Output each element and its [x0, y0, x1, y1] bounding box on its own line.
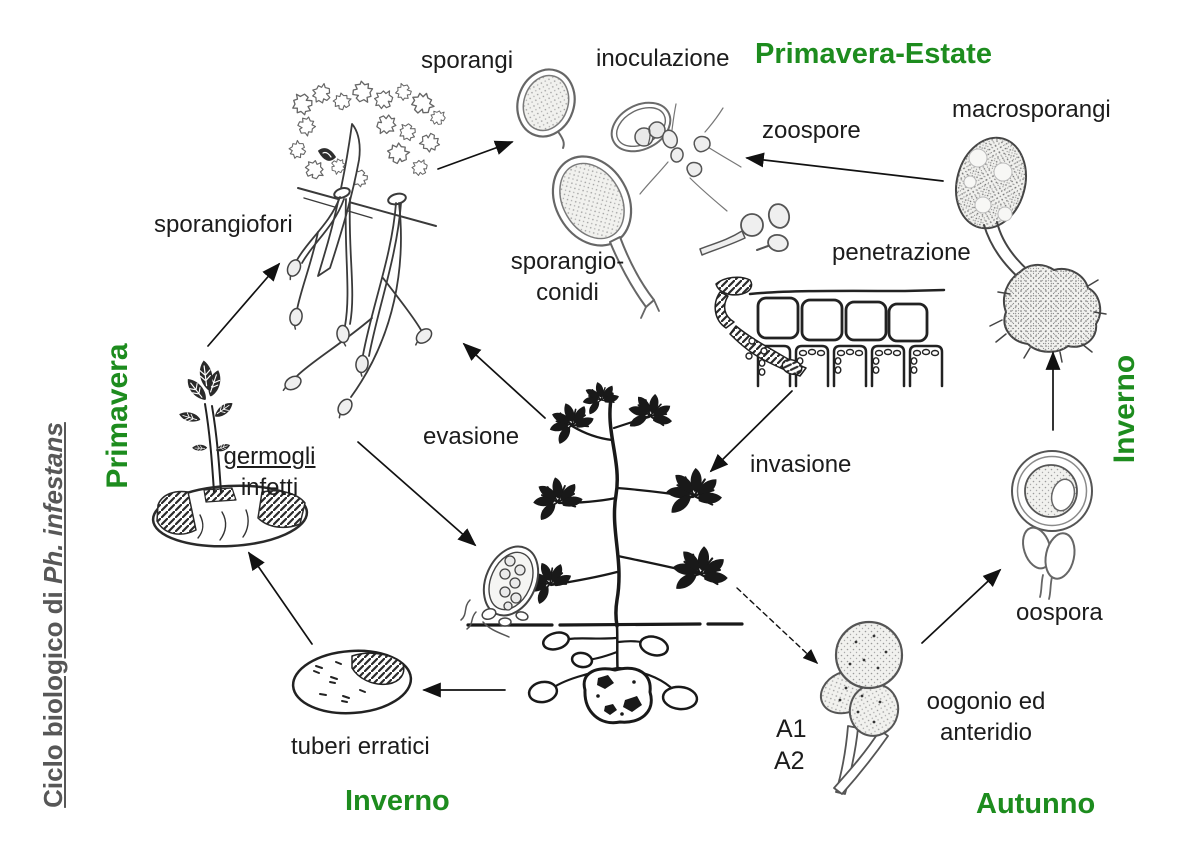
arrow-macrosporangi-to-zoospore	[745, 152, 944, 182]
sporangium-illustration	[516, 68, 576, 149]
label-sporangi: sporangi	[421, 47, 514, 74]
zoospores-illustration	[639, 103, 742, 212]
infected-sprout-tuber-illustration	[151, 359, 309, 548]
label-germogli-infetti: germogli infetti	[202, 442, 337, 503]
label-oospora: oospora	[1016, 599, 1103, 626]
arrow-oogonio-to-oospora	[921, 568, 1002, 644]
label-inverno-bottom: Inverno	[345, 785, 450, 817]
label-inoculazione: inoculazione	[596, 45, 730, 72]
oospore-illustration	[1011, 450, 1093, 600]
macrosporangium-illustration	[955, 136, 1107, 363]
encysting-zoospores-illustration	[699, 203, 791, 256]
infected-leaf-sporangiophores-illustration	[278, 78, 447, 422]
label-inverno-side-vertical: Inverno	[1108, 354, 1141, 464]
stoma-icon	[318, 148, 336, 161]
arrow-sporangiofori-to-sporangi	[437, 140, 514, 170]
label-invasione: invasione	[750, 451, 852, 478]
label-autunno: Autunno	[976, 788, 1096, 820]
label-oogonio-line2: anteridio	[939, 718, 1033, 746]
label-zoospore: zoospore	[762, 117, 861, 144]
diagram-title-species: Ph. infestans	[38, 422, 68, 584]
sporangioconidium-illustration	[551, 155, 660, 319]
label-primavera-vertical: Primavera	[101, 343, 134, 489]
label-sporangio-conidi-line2: conidi	[536, 278, 599, 306]
label-mating-type-a1: A1	[776, 715, 807, 743]
label-germogli: germogli	[223, 443, 316, 470]
label-infetti: infetti	[240, 473, 299, 501]
label-sporangio-conidi-line1: sporangio-	[510, 248, 625, 275]
arrow-tuberi-to-germogli	[247, 551, 313, 645]
label-oogonio-anteridio: oogonio ed anteridio	[918, 687, 1054, 748]
arrow-invasione-to-plant	[709, 390, 793, 473]
arrow-plant-to-oogonio-dashed	[736, 587, 819, 665]
diagram-title-prefix: Ciclo biologico di	[38, 591, 68, 808]
label-sporangiofori: sporangiofori	[154, 211, 293, 238]
label-macrosporangi: macrosporangi	[952, 96, 1111, 123]
leaf-tissue-penetration-illustration	[714, 276, 946, 388]
potato-plant-illustration	[466, 380, 744, 725]
label-tuberi-erratici: tuberi erratici	[291, 733, 430, 760]
label-evasione: evasione	[423, 423, 520, 450]
label-primavera-estate: Primavera-Estate	[755, 38, 992, 70]
label-mating-type-a2: A2	[774, 747, 805, 775]
oogonium-antheridium-illustration	[819, 620, 904, 795]
arrow-plant-to-evasione	[462, 342, 546, 419]
label-oogonio-line1: oogonio ed	[926, 688, 1046, 715]
label-sporangio-conidi: sporangio-conidi	[500, 247, 635, 308]
arrow-germogli-to-sporangiofori	[207, 262, 281, 347]
germinating-oospore-illustration	[460, 545, 540, 638]
appressorium-icon	[714, 276, 807, 377]
diagram-title: Ciclo biologico di Ph. infestans	[38, 380, 76, 850]
label-penetrazione: penetrazione	[832, 239, 971, 266]
erratic-tuber-illustration	[291, 649, 413, 715]
arrow-germogli-to-plant	[357, 441, 477, 547]
germinating-sporangium-illustration	[610, 101, 684, 163]
